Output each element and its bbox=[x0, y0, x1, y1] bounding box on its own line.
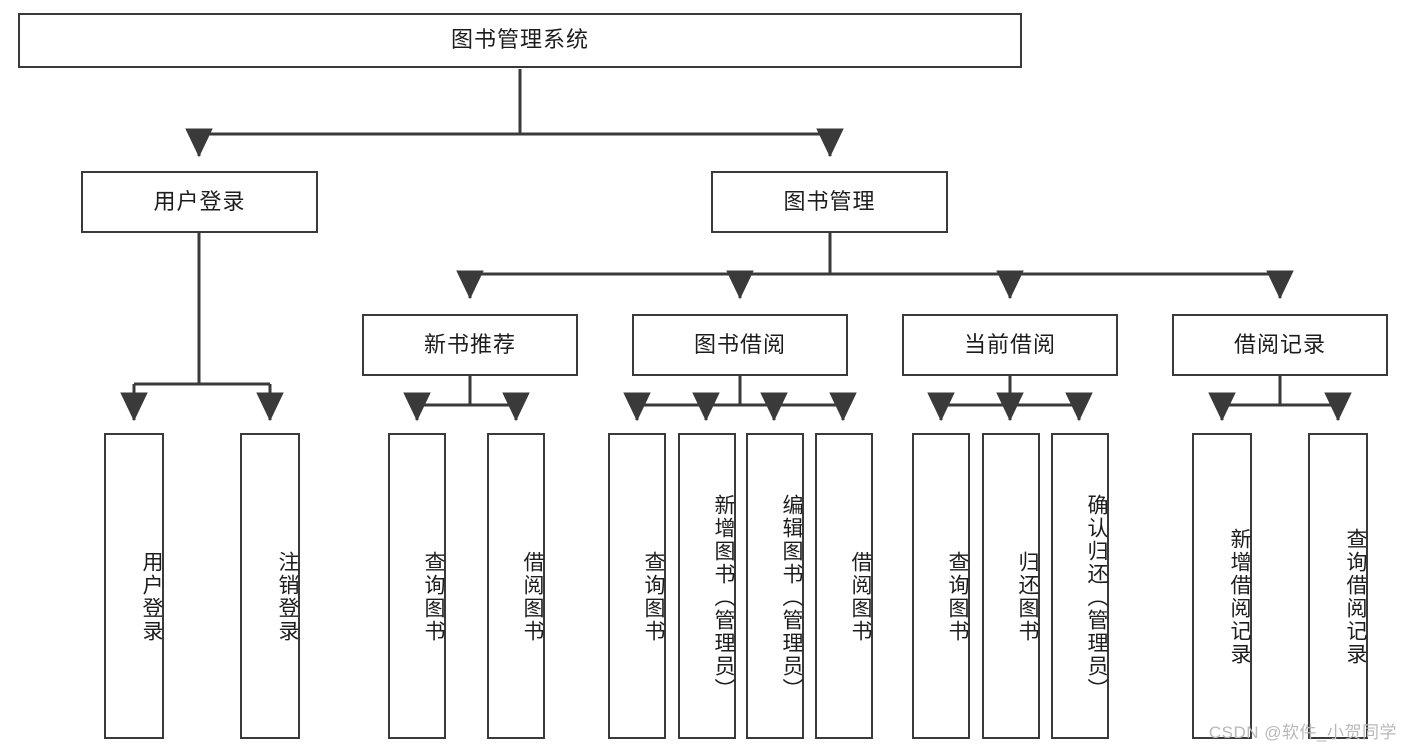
leaf-record-add[interactable]: 新增借阅记录 bbox=[1192, 433, 1252, 739]
leaf-borrow-edit-book[interactable]: 编辑图书（管理员） bbox=[746, 433, 804, 739]
leaf-current-query-book-label: 查询图书 bbox=[946, 551, 969, 643]
watermark: CSDN @软件_小贺同学 bbox=[1208, 723, 1397, 742]
leaf-record-query-label: 查询借阅记录 bbox=[1344, 528, 1367, 666]
leaf-borrow-add-book[interactable]: 新增图书（管理员） bbox=[678, 433, 736, 739]
node-borrow-record-label: 借阅记录 bbox=[1233, 331, 1326, 357]
node-user-login-label: 用户登录 bbox=[153, 188, 246, 214]
leaf-record-add-label: 新增借阅记录 bbox=[1228, 528, 1251, 666]
leaf-user-login-label: 用户登录 bbox=[140, 551, 163, 643]
leaf-borrow-borrow-book[interactable]: 借阅图书 bbox=[815, 433, 873, 739]
leaf-borrow-add-book-label: 新增图书（管理员） bbox=[712, 493, 735, 701]
leaf-recommend-borrow-book[interactable]: 借阅图书 bbox=[487, 433, 545, 739]
leaf-borrow-query-book[interactable]: 查询图书 bbox=[608, 433, 666, 739]
leaf-current-query-book[interactable]: 查询图书 bbox=[912, 433, 970, 739]
node-book-borrow-label: 图书借阅 bbox=[693, 331, 786, 357]
leaf-current-confirm-return-label: 确认归还（管理员） bbox=[1085, 493, 1108, 701]
leaf-borrow-borrow-book-label: 借阅图书 bbox=[849, 551, 872, 643]
node-book-borrow[interactable]: 图书借阅 bbox=[632, 314, 848, 376]
leaf-current-return-book[interactable]: 归还图书 bbox=[982, 433, 1040, 739]
node-book-management[interactable]: 图书管理 bbox=[711, 171, 948, 233]
node-root[interactable]: 图书管理系统 bbox=[18, 13, 1022, 68]
node-new-book-recommend-label: 新书推荐 bbox=[423, 331, 516, 357]
leaf-recommend-query-book-label: 查询图书 bbox=[422, 551, 445, 643]
node-new-book-recommend[interactable]: 新书推荐 bbox=[362, 314, 578, 376]
leaf-user-login[interactable]: 用户登录 bbox=[104, 433, 164, 739]
node-root-label: 图书管理系统 bbox=[450, 27, 589, 53]
leaf-recommend-borrow-book-label: 借阅图书 bbox=[521, 551, 544, 643]
node-user-login[interactable]: 用户登录 bbox=[81, 171, 318, 233]
node-current-borrow[interactable]: 当前借阅 bbox=[902, 314, 1118, 376]
node-book-management-label: 图书管理 bbox=[783, 188, 876, 214]
leaf-user-logout-label: 注销登录 bbox=[276, 551, 299, 643]
node-borrow-record[interactable]: 借阅记录 bbox=[1172, 314, 1388, 376]
leaf-borrow-edit-book-label: 编辑图书（管理员） bbox=[780, 493, 803, 701]
leaf-current-return-book-label: 归还图书 bbox=[1016, 551, 1039, 643]
node-current-borrow-label: 当前借阅 bbox=[963, 331, 1056, 357]
leaf-borrow-query-book-label: 查询图书 bbox=[642, 551, 665, 643]
leaf-user-logout[interactable]: 注销登录 bbox=[240, 433, 300, 739]
leaf-recommend-query-book[interactable]: 查询图书 bbox=[388, 433, 446, 739]
leaf-record-query[interactable]: 查询借阅记录 bbox=[1308, 433, 1368, 739]
leaf-current-confirm-return[interactable]: 确认归还（管理员） bbox=[1051, 433, 1109, 739]
